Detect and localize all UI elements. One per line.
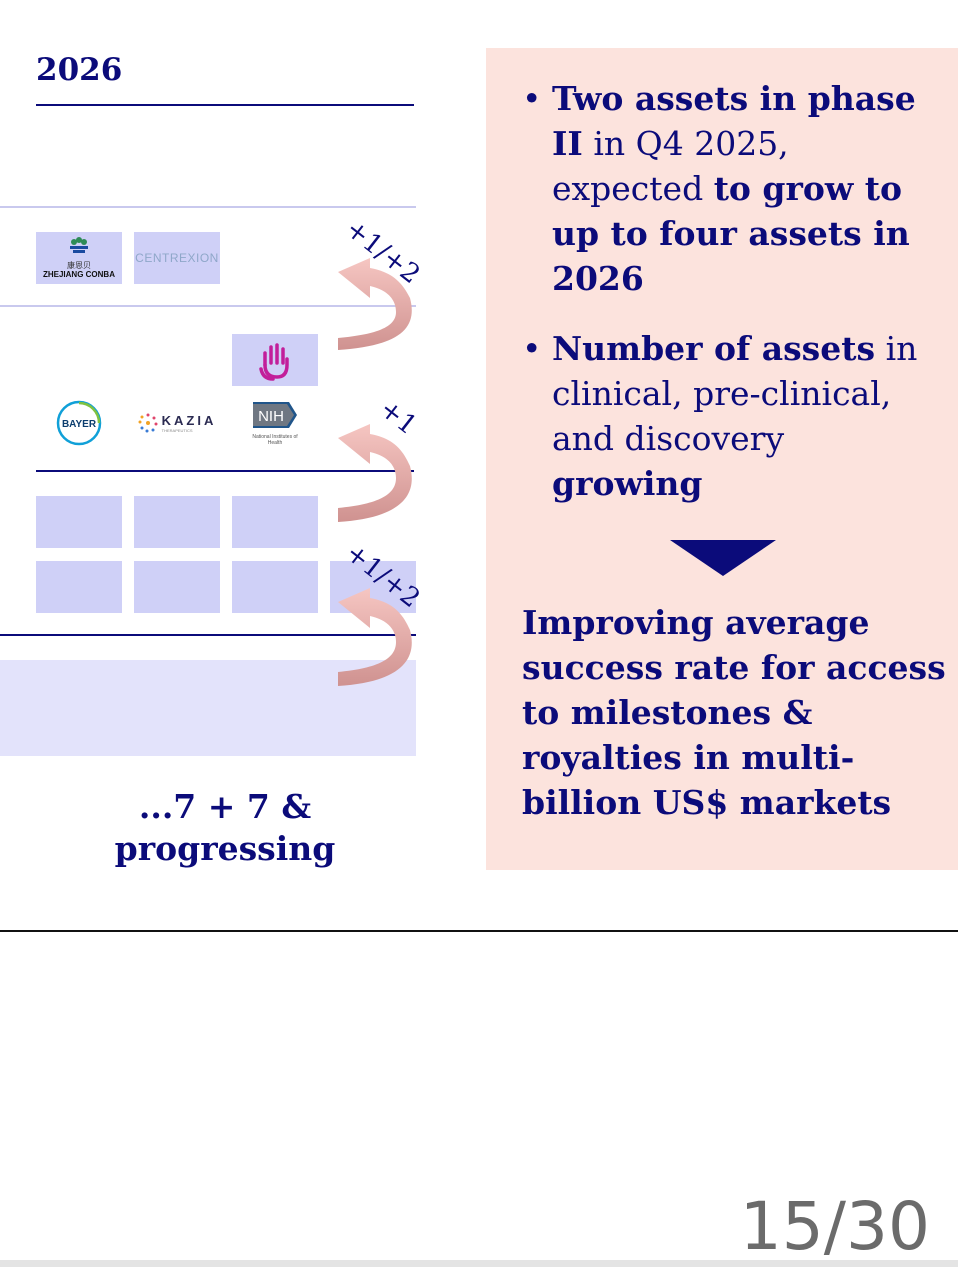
empty-slot — [232, 561, 318, 613]
conba-emblem-icon — [69, 236, 88, 253]
partner-logo-kazia: KAZIA THERAPEUTICS — [134, 397, 220, 449]
progression-arrows: +1/+2 +1 +1/+2 — [338, 214, 425, 686]
conclusion-text: Improving average success rate for acces… — [522, 603, 946, 822]
empty-slot — [36, 496, 122, 548]
kazia-sub-label: THERAPEUTICS — [161, 428, 193, 433]
bullet-dot: • — [522, 79, 542, 118]
partner-logo-zhejiang-conba: 康恩贝 ZHEJIANG CONBA — [36, 232, 122, 284]
slide-border — [0, 930, 958, 932]
bullet-1-part-3: to grow to up to four assets in 2026 — [552, 169, 910, 298]
bullet-asset-count: • Number of assets in clinical, pre-clin… — [522, 326, 942, 506]
page-number: 15/30 — [739, 1188, 930, 1265]
partner-logo-bayer: BAYER — [36, 397, 122, 449]
nih-sub-label: National Institutes of Health — [252, 434, 298, 446]
bullet-phase-ii: • Two assets in phase II in Q4 2025, exp… — [522, 76, 942, 301]
year-heading: 2026 — [36, 52, 123, 88]
heading-rule — [36, 104, 414, 106]
kazia-dots-icon — [138, 413, 158, 433]
empty-slot — [36, 561, 122, 613]
pipeline-summary: ...7 + 7 & progressing — [114, 787, 336, 868]
bullet-2-part-2: in clinical, pre-clinical, and discovery — [552, 329, 918, 458]
empty-slot — [134, 496, 220, 548]
kazia-label: KAZIA — [161, 413, 217, 428]
partner-logo-centrexion: CENTREXION — [134, 232, 220, 284]
bullet-dot: • — [522, 329, 542, 368]
conba-label: ZHEJIANG CONBA — [42, 269, 115, 279]
partner-logo-hand — [232, 334, 318, 386]
conba-chinese-label: 康恩贝 — [66, 260, 91, 270]
arrow-up-1: +1/+2 — [338, 214, 425, 350]
bullet-1-part-2: in Q4 2025, expected — [552, 124, 789, 208]
nih-badge-icon: NIH — [253, 402, 297, 428]
partner-logo-nih: NIH National Institutes of Health — [232, 397, 318, 449]
centrexion-label: CENTREXION — [135, 251, 219, 265]
bottom-scrollbar — [0, 1260, 958, 1267]
bullet-2-part-3: growing — [552, 464, 703, 503]
section-rule — [36, 470, 414, 472]
hand-icon — [259, 343, 289, 381]
highlights-panel: • Two assets in phase II in Q4 2025, exp… — [486, 48, 958, 870]
bullet-2-part-1: Number of assets — [552, 329, 876, 368]
empty-slot — [232, 496, 318, 548]
down-triangle-icon — [670, 540, 776, 576]
bayer-label: BAYER — [62, 419, 97, 430]
section-rule — [0, 634, 416, 636]
arrow-up-3: +1/+2 — [338, 538, 425, 686]
arrow-up-2: +1 — [338, 394, 422, 522]
bullet-1-part-1: Two assets in phase II — [552, 79, 916, 163]
empty-slot — [134, 561, 220, 613]
arrow-label-2: +1 — [374, 394, 423, 441]
row-divider — [0, 206, 416, 208]
row-divider — [0, 305, 416, 307]
nih-label: NIH — [258, 408, 284, 425]
bayer-cross-icon: BAYER — [56, 400, 102, 446]
slide: 2026 康恩贝 ZHEJIANG CONBA CENTREXION — [0, 48, 958, 870]
